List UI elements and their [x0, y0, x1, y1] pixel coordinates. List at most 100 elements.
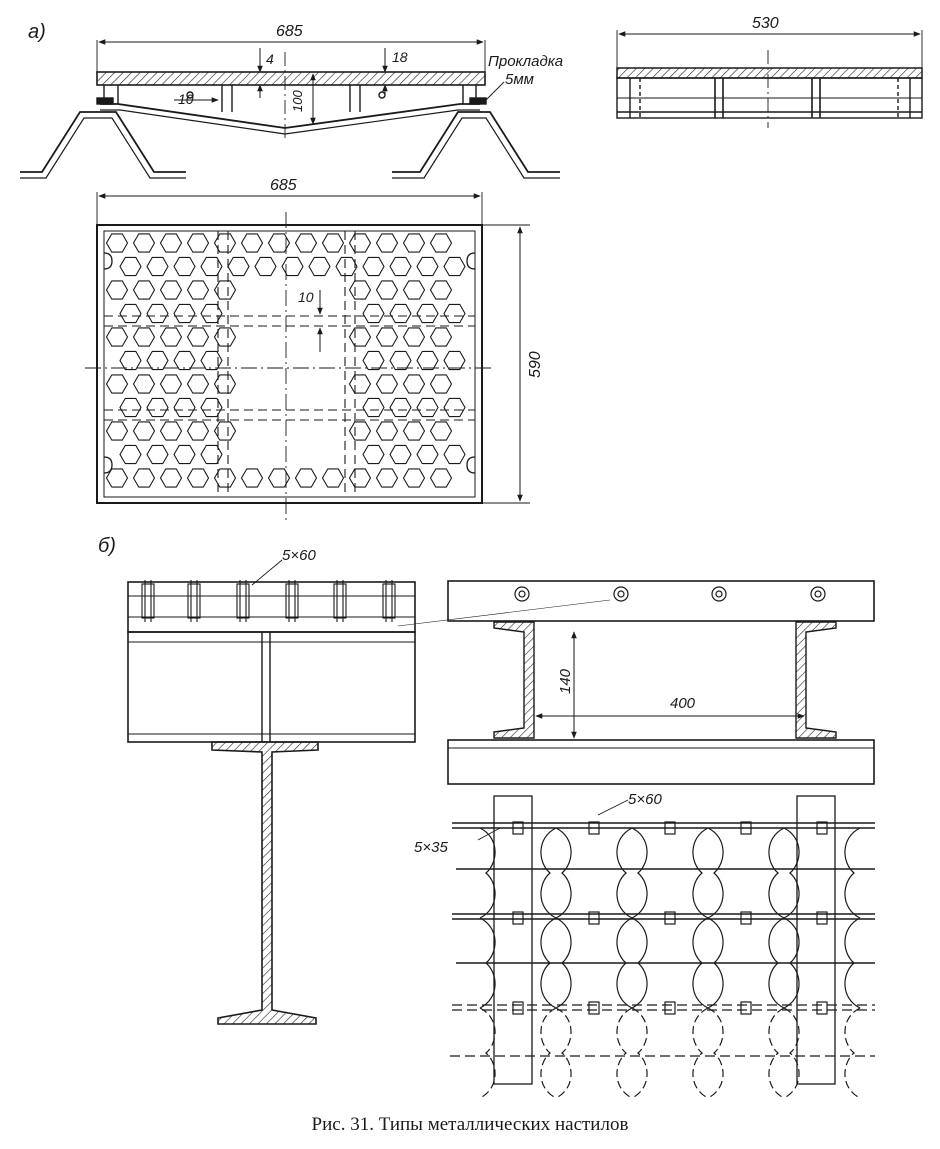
hexagon-cell	[335, 256, 358, 277]
dim-a-rib-10: 10	[178, 91, 194, 107]
hexagon-cell	[362, 256, 385, 277]
section-b-grating-plan	[450, 795, 875, 1099]
weld-clip	[512, 911, 524, 925]
hexagon-cell	[362, 444, 385, 465]
hexagon-cell	[416, 444, 439, 465]
hexagon-cell	[159, 374, 183, 394]
hexagon-cell	[362, 397, 385, 418]
hexagon-cell	[443, 444, 466, 465]
hexagon-cell	[443, 303, 466, 324]
dim-b-span-400: 400	[670, 695, 696, 712]
hexagon-cell	[348, 280, 372, 300]
hexagon-cell	[402, 233, 426, 253]
section-a-plan-view	[85, 192, 530, 520]
lattice-cell	[631, 827, 709, 919]
dim-a-side-530: 530	[752, 15, 779, 32]
weld-clip	[816, 911, 828, 925]
hexagon-cell	[267, 233, 291, 253]
hexagon-cell	[348, 374, 372, 394]
hexagon-cell	[402, 327, 426, 347]
hexagon-cell	[173, 256, 196, 277]
hexagon-cell	[416, 350, 439, 371]
hexagon-cell	[132, 421, 156, 441]
dim-b-bar-5x60-grid: 5×60	[628, 791, 662, 808]
hexagon-cell	[267, 468, 291, 488]
lattice-cell	[631, 1007, 709, 1099]
hexagon-cell	[132, 280, 156, 300]
hexagon-cell	[146, 444, 169, 465]
hexagon-cell	[375, 327, 399, 347]
hexagon-cell	[375, 374, 399, 394]
hexagon-cell	[429, 468, 453, 488]
dim-a-thickness-18: 18	[392, 49, 408, 65]
hexagon-cell	[200, 444, 223, 465]
hexagon-cell	[200, 256, 223, 277]
hexagon-cell	[375, 468, 399, 488]
hexagon-cell	[186, 421, 210, 441]
weld-clip	[816, 1001, 828, 1015]
lattice-cell	[783, 827, 861, 919]
hexagon-cell	[348, 327, 372, 347]
hexagon-cell	[173, 444, 196, 465]
hexagon-cell	[132, 327, 156, 347]
hexagon-cell	[105, 374, 129, 394]
lattice-cell	[783, 1007, 861, 1099]
hexagon-cell	[200, 350, 223, 371]
hexagon-cell	[348, 233, 372, 253]
hexagon-cell	[173, 350, 196, 371]
section-b-beam-elevation	[127, 559, 416, 1025]
hexagon-cell	[375, 421, 399, 441]
lattice-cell	[707, 1007, 785, 1099]
section-a-label: а)	[28, 21, 46, 43]
gasket-label-line1: Прокладка	[488, 53, 563, 70]
section-a-cross-section	[20, 39, 560, 179]
dim-b-height-140: 140	[557, 668, 574, 694]
bolt-clip	[333, 583, 347, 619]
hexagon-cell	[159, 280, 183, 300]
bolt-clip	[382, 583, 396, 619]
lattice-cell	[555, 1007, 633, 1099]
hexagon-cell	[402, 374, 426, 394]
weld-clip	[664, 911, 676, 925]
hexagon-cell	[213, 233, 237, 253]
hexagon-cell	[105, 280, 129, 300]
hexagon-cell	[132, 233, 156, 253]
hexagon-cell	[429, 280, 453, 300]
hexagon-cell	[213, 468, 237, 488]
hexagon-cell	[105, 421, 129, 441]
hexagon-cell	[389, 256, 412, 277]
hexagon-cell	[402, 468, 426, 488]
dim-a-plan-10: 10	[298, 289, 314, 305]
hexagon-cell	[254, 256, 277, 277]
hexagon-cell	[429, 421, 453, 441]
hexagon-cell	[186, 374, 210, 394]
hexagon-cell	[429, 233, 453, 253]
weld-clip	[740, 1001, 752, 1015]
hexagon-cell	[200, 303, 223, 324]
bolt-clip	[285, 583, 299, 619]
hexagon-cell	[227, 256, 250, 277]
hexagon-cell	[173, 303, 196, 324]
hexagon-cell	[321, 468, 345, 488]
hexagon-cell	[119, 444, 142, 465]
bolt-clip	[236, 583, 250, 619]
weld-clip	[664, 1001, 676, 1015]
hexagon-cell	[146, 256, 169, 277]
hexagon-cell	[200, 397, 223, 418]
hexagon-cell	[402, 280, 426, 300]
hexagon-cell	[159, 327, 183, 347]
hexagon-cell	[416, 397, 439, 418]
hexagon-cell	[159, 421, 183, 441]
hexagon-cell	[213, 327, 237, 347]
hexagon-cell	[348, 468, 372, 488]
hexagon-cell	[105, 233, 129, 253]
hexagon-cell	[362, 303, 385, 324]
hexagon-cell	[429, 327, 453, 347]
hexagon-cell	[146, 350, 169, 371]
hexagon-cell	[294, 233, 318, 253]
hexagon-cell	[213, 421, 237, 441]
section-b-label: б)	[98, 535, 116, 557]
hexagon-cell	[186, 327, 210, 347]
lattice-cell	[707, 827, 785, 919]
